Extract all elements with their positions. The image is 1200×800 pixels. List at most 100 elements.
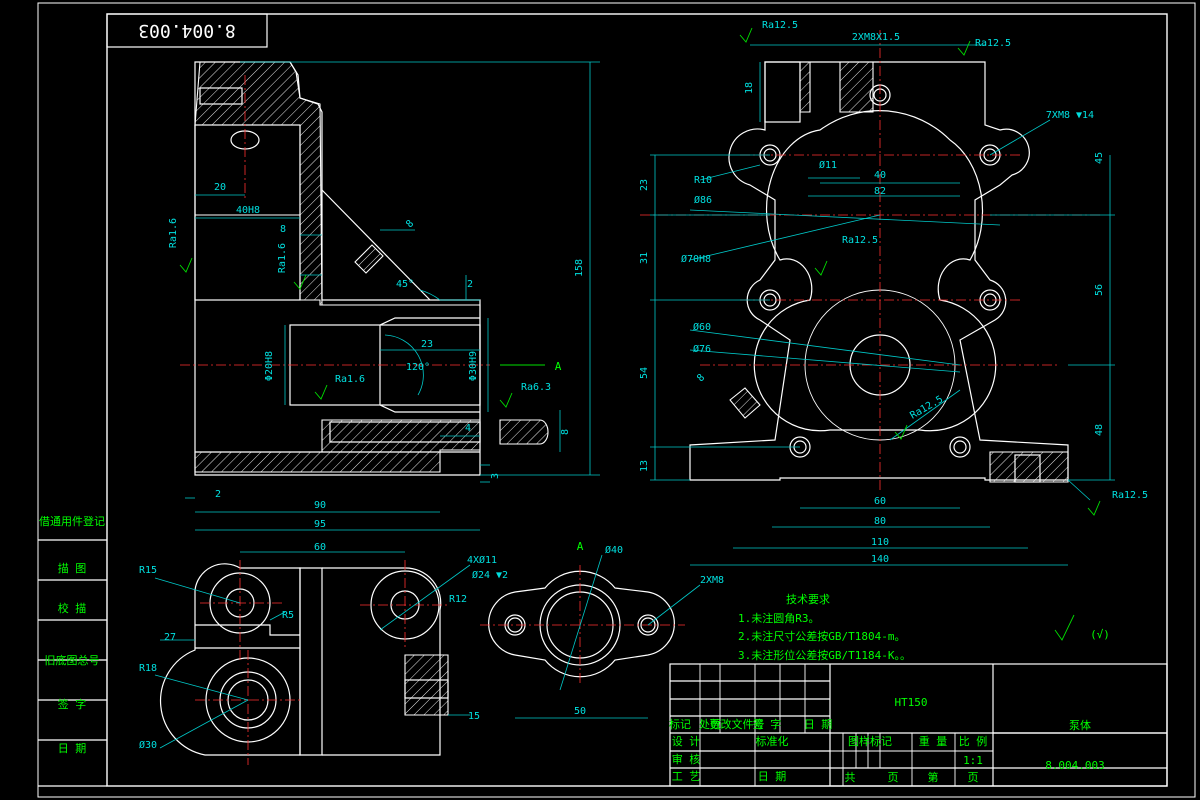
dim-right-54: 54 xyxy=(639,367,650,379)
tech-line-3: 3.未注形位公差按GB/T1184-K。。 xyxy=(738,648,911,662)
outer-frame xyxy=(37,2,1196,798)
dim-right-13: 13 xyxy=(639,460,650,472)
dim-right-31: 31 xyxy=(639,252,650,264)
total-label: 共 xyxy=(845,771,856,784)
dim-a-2xm8: 2XM8 xyxy=(700,575,724,586)
section-mark-a: A xyxy=(555,360,562,373)
standard-label: 标准化 xyxy=(756,734,789,748)
scale-label: 比 例 xyxy=(959,734,988,748)
part-code-text: 8.004.003 xyxy=(1045,759,1105,772)
dim-right-48: 48 xyxy=(1094,424,1105,436)
dim-a-50: 50 xyxy=(574,706,586,717)
dim-front-4: 4 xyxy=(465,423,471,434)
ra-front-2: Ra1.6 xyxy=(277,243,288,273)
stage-mark-label: 图样标记 xyxy=(848,734,892,748)
ra-right-low: Ra12.5 xyxy=(908,394,945,422)
dim-right-8: 8 xyxy=(695,372,707,384)
side-label-2: 校 描 xyxy=(58,601,87,615)
roughness-symbol xyxy=(1054,614,1075,641)
weight-label: 重 量 xyxy=(919,734,948,748)
sheet-label: 第 xyxy=(928,770,939,784)
ra-right-corner: Ra12.5 xyxy=(1112,490,1148,501)
tech-line-2: 2.未注尺寸公差按GB/T1804-m。 xyxy=(738,629,905,643)
dim-front-8a: 8 xyxy=(280,224,286,235)
dim-top-phi30: Ø30 xyxy=(139,739,157,751)
ra-front-3: Ra1.6 xyxy=(335,374,365,385)
dim-top-15: 15 xyxy=(468,711,480,722)
dim-top-60: 60 xyxy=(314,542,326,553)
ra-right-mid: Ra12.5 xyxy=(842,235,878,246)
dim-right-56: 56 xyxy=(1094,284,1105,296)
part-name-text: 泵体 xyxy=(1069,718,1091,732)
rev-label-4: 日 期 xyxy=(804,718,833,731)
dim-top-r5: R5 xyxy=(282,610,294,621)
dim-right-phi76: Ø76 xyxy=(693,343,711,355)
side-label-0: 借通用件登记 xyxy=(39,514,105,528)
dim-right-phi70: Ø70H8 xyxy=(681,253,711,265)
dim-right-r10: R10 xyxy=(694,175,712,186)
design-label: 设 计 xyxy=(672,735,701,748)
dim-front-158: 158 xyxy=(574,259,585,277)
ra-right-top: Ra12.5 xyxy=(762,20,798,31)
dim-top-r18: R18 xyxy=(139,663,157,674)
review-label: 审 核 xyxy=(672,752,701,766)
dim-right-40: 40 xyxy=(874,170,886,181)
rev-label-1: 处数 xyxy=(699,718,721,731)
dim-right-82: 82 xyxy=(874,186,886,197)
dim-front-8c: 8 xyxy=(560,429,571,435)
dim-right-23: 23 xyxy=(639,179,650,191)
page2-label: 页 xyxy=(968,771,979,784)
tech-line-1: 1.未注圆角R3。 xyxy=(738,611,820,625)
dim-right-phi60: Ø60 xyxy=(693,321,711,333)
top-code-text: 8.004.003 xyxy=(138,20,236,41)
dim-right-phi86: Ø86 xyxy=(694,194,712,206)
dim-right-110: 110 xyxy=(871,537,889,548)
dim-front-8b: 8 xyxy=(404,218,416,230)
dim-a-phi40: Ø40 xyxy=(605,544,623,556)
dim-right-80: 80 xyxy=(874,516,886,527)
dim-front-20: 20 xyxy=(214,182,226,193)
dim-top-24: Ø24 ▼2 xyxy=(472,569,508,581)
dim-right-18: 18 xyxy=(744,82,755,94)
date-label: 日 期 xyxy=(758,770,787,783)
top-view: 60 R15 R5 27 R18 Ø30 4XØ11 Ø24 ▼2 15 xyxy=(139,542,508,765)
material-text: HT150 xyxy=(894,696,927,709)
side-label-3: 旧底图总号 xyxy=(45,653,100,667)
dim-front-phi20: Φ20H8 xyxy=(264,351,275,381)
rev-label-3: 签 字 xyxy=(753,717,782,731)
dim-front-45: 45° xyxy=(396,279,414,290)
dim-front-2b: 2 xyxy=(215,489,221,500)
side-label-5: 日 期 xyxy=(58,742,87,755)
dim-right-60: 60 xyxy=(874,496,886,507)
dim-front-3: 3 xyxy=(490,473,501,479)
side-label-1: 描 图 xyxy=(58,561,87,575)
process-label: 工 艺 xyxy=(672,770,701,783)
dim-top-27: 27 xyxy=(164,632,176,643)
technical-requirements: 技术要求 1.未注圆角R3。 2.未注尺寸公差按GB/T1804-m。 3.未注… xyxy=(738,593,1110,662)
title-block: HT150 泵体 8.004.003 1:1 标记 处数 更改文件号 签 字 日… xyxy=(669,663,1168,787)
dim-front-2: 2 xyxy=(467,279,473,290)
dim-top-4x11: 4XØ11 xyxy=(467,554,497,566)
dim-front-120: 120° xyxy=(406,362,430,373)
side-label-4: 签 字 xyxy=(58,697,87,711)
rev-label-0: 标记 xyxy=(669,717,691,731)
dim-front-phi30: Φ30H9 xyxy=(468,351,479,381)
dim-right-2xm8: 2XM8X1.5 xyxy=(852,32,900,43)
ra-right-top2: Ra12.5 xyxy=(975,38,1011,49)
tech-title: 技术要求 xyxy=(786,593,830,606)
right-view: Ra12.5 2XM8X1.5 Ra12.5 18 7XM8 ▼14 45 R1… xyxy=(639,20,1148,566)
page-label: 页 xyxy=(888,771,899,784)
ra-front-4: Ra6.3 xyxy=(521,382,551,393)
dim-front-90: 90 xyxy=(314,500,326,511)
view-a-label: A xyxy=(577,540,584,553)
roughness-note: (√) xyxy=(1090,628,1110,641)
view-a-flange: A Ø40 R12 2XM8 50 xyxy=(449,540,724,719)
scale-value: 1:1 xyxy=(963,754,983,767)
ra-front-1: Ra1.6 xyxy=(168,218,179,248)
inner-frame xyxy=(106,13,1168,787)
dim-right-phi11: Ø11 xyxy=(819,159,837,171)
side-registration-column: 借通用件登记 描 图 校 描 旧底图总号 签 字 日 期 xyxy=(38,514,107,787)
rev-label-2: 更改文件号 xyxy=(710,717,765,731)
dim-front-23: 23 xyxy=(421,339,433,350)
